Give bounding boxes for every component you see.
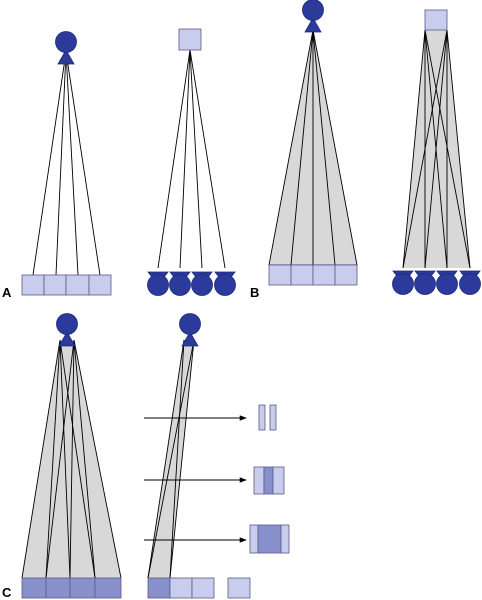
radiation-source-icon	[179, 313, 201, 347]
panel-b-detector-icons	[392, 270, 481, 295]
detector-element-icon	[459, 270, 481, 295]
panel-b-rays-left	[290, 29, 336, 266]
arrows	[144, 415, 247, 543]
panel-c-rays-left	[21, 339, 122, 579]
panel-label-a: A	[2, 285, 12, 300]
sub-element-box-3	[249, 524, 290, 554]
detector-element-icon	[169, 271, 191, 296]
detector-element-icon	[191, 271, 213, 296]
beam-fan	[22, 340, 121, 578]
sub-element-box-2	[253, 466, 285, 495]
panel-c-detector-row-right	[147, 577, 251, 599]
aperture-box	[178, 28, 202, 51]
panel-label-b: B	[250, 285, 259, 300]
panel-b-detector-row	[268, 264, 358, 286]
panel-label-c: C	[2, 585, 12, 600]
detector-element-icon	[147, 271, 169, 296]
panel-c: C	[2, 313, 290, 600]
panel-b-rays-right	[402, 29, 471, 269]
panel-a-detector-row	[21, 274, 112, 296]
panel-c-detector-row	[21, 577, 122, 599]
panel-a: A	[2, 28, 236, 300]
radiation-source-icon	[302, 0, 324, 33]
beam-fan	[403, 30, 470, 268]
detector-element-icon	[392, 270, 414, 295]
panel-a-rays-right	[157, 49, 226, 269]
detector-element-icon	[414, 270, 436, 295]
aperture-box	[424, 9, 448, 31]
radiation-source-icon	[55, 31, 77, 65]
detector-element-icon	[214, 271, 236, 296]
panel-b: B	[250, 0, 481, 300]
panel-a-rays-left	[32, 51, 101, 276]
detector-element-icon	[436, 270, 458, 295]
panel-a-detector-icons	[147, 271, 236, 296]
sub-element-box-1	[258, 404, 277, 431]
panel-c-rays-right	[147, 339, 195, 579]
